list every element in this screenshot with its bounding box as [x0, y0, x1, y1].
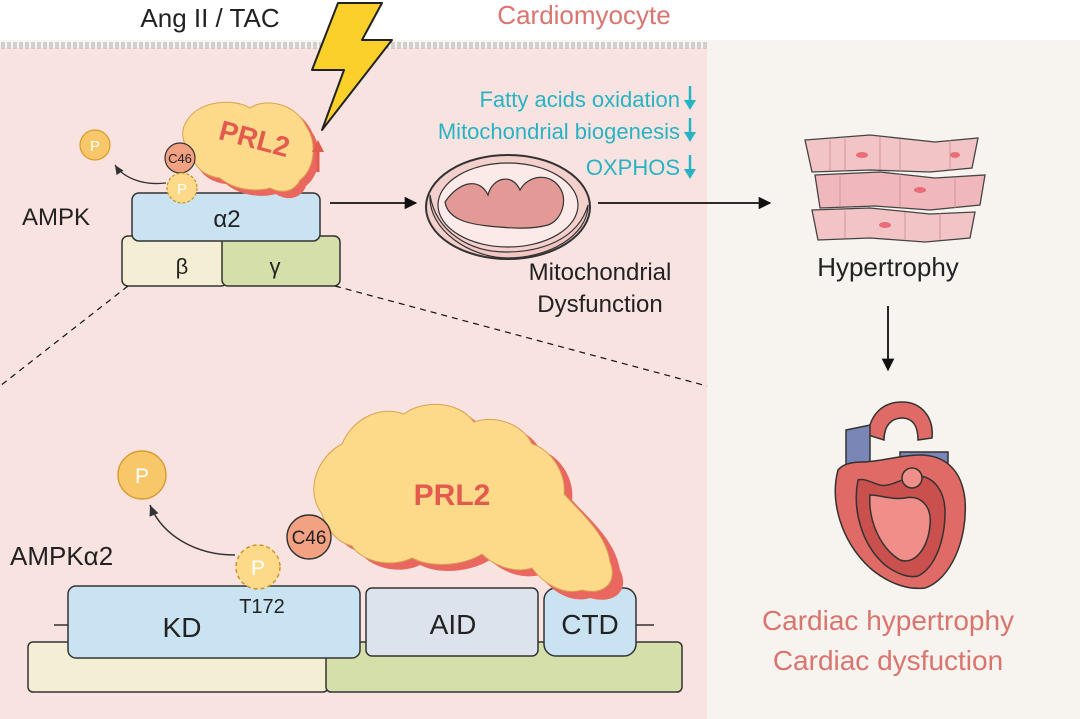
effect-biogenesis: Mitochondrial biogenesis [438, 119, 680, 144]
aid-domain [365, 587, 539, 657]
beta-label: β [176, 254, 189, 279]
c46-marker-upper [164, 142, 196, 174]
stimulus-label: Ang II / TAC [140, 3, 279, 33]
phospho-site-lower [235, 544, 281, 590]
svg-text:P: P [90, 138, 100, 155]
ampk-complex: α2 β γ [121, 192, 341, 287]
heart-icon [834, 401, 967, 590]
alpha2-label: α2 [213, 206, 240, 233]
prl2-lower: PRL2 [313, 403, 624, 600]
metabolic-effects: Fatty acids oxidation Mitochondrial biog… [438, 86, 696, 180]
svg-text:AID: AID [430, 609, 477, 640]
kd-domain [67, 585, 361, 659]
prl2-label-lower: PRL2 [414, 479, 491, 512]
down-arrow-icon [684, 86, 696, 179]
svg-text:KD: KD [163, 612, 202, 643]
cardiomyocytes-icon [804, 134, 986, 243]
hypertrophy-label: Hypertrophy [817, 252, 959, 282]
alpha2-subunit [131, 192, 321, 242]
mito-label-line1: Mitochondrial [529, 259, 672, 286]
beta-subunit [121, 235, 228, 287]
svg-text:P: P [135, 465, 149, 488]
mito-label-line2: Dysfunction [537, 291, 662, 318]
svg-text:C46: C46 [292, 528, 327, 549]
svg-text:P: P [251, 557, 265, 580]
mitochondrion-icon [425, 154, 591, 260]
gamma-label: γ [270, 254, 281, 279]
gamma-subunit [221, 235, 341, 287]
ampk-alpha2-domains: KD AID CTD T172 [27, 585, 683, 693]
ampk-label: AMPK [22, 204, 90, 231]
lightning-icon [311, 2, 393, 131]
svg-text:C46: C46 [168, 151, 192, 166]
outcome-line2: Cardiac dysfuction [773, 645, 1003, 676]
outcome-line1: Cardiac hypertrophy [762, 605, 1014, 636]
t172-label: T172 [239, 596, 285, 618]
cell-type-label: Cardiomyocyte [497, 0, 670, 30]
c46-marker-lower [286, 514, 332, 560]
svg-text:P: P [177, 181, 187, 198]
released-phosphate-lower [117, 450, 167, 500]
phospho-site-upper [166, 172, 198, 204]
svg-text:CTD: CTD [561, 609, 619, 640]
effect-oxphos: OXPHOS [586, 155, 680, 180]
prl2-upper: PRL2 [182, 101, 320, 199]
effect-fatty-acid: Fatty acids oxidation [479, 87, 680, 112]
cell-membrane [0, 42, 707, 50]
ampk-alpha2-label: AMPKα2 [10, 541, 113, 571]
released-phosphate-upper [79, 129, 111, 161]
